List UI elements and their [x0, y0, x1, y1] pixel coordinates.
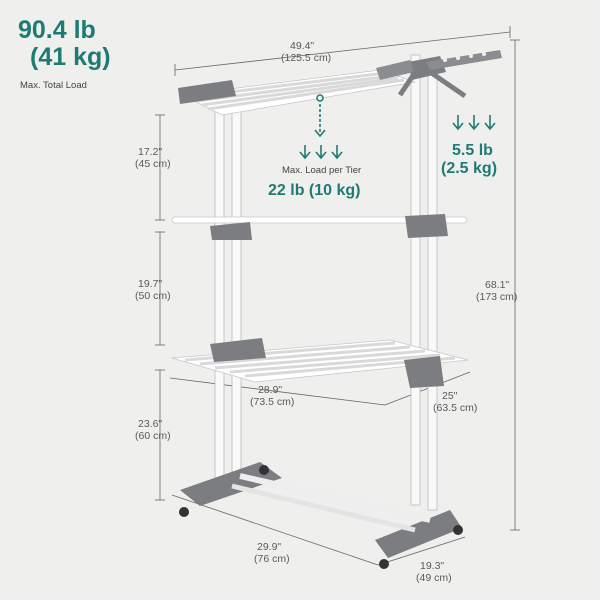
- middle-tier: [171, 214, 468, 240]
- wing-load-kg: (2.5 kg): [441, 160, 498, 177]
- base-depth-cm: (49 cm): [416, 572, 452, 584]
- load-arrows: [299, 94, 496, 160]
- base-width-line: [171, 494, 379, 566]
- top-width-in: 49.4": [290, 40, 315, 52]
- total-load-caption: Max. Total Load: [20, 80, 87, 91]
- bottom-gap-in: 23.6": [138, 418, 163, 430]
- total-load-kg: (41 kg): [30, 43, 111, 71]
- shelf-depth-in: 25": [442, 390, 458, 402]
- shelf-width-cm: (73.5 cm): [250, 396, 295, 408]
- total-height-in: 68.1": [485, 279, 510, 291]
- base-width-in: 29.9": [257, 541, 282, 553]
- total-load-lb: 90.4 lb: [18, 16, 96, 44]
- tier1-gap-cm: (45 cm): [135, 158, 171, 170]
- bottom-gap-cm: (60 cm): [135, 430, 171, 442]
- base-depth-line: [377, 536, 466, 566]
- rack-base: [179, 462, 463, 569]
- shelf-depth-line: [384, 371, 471, 406]
- shelf-width-line: [169, 377, 386, 406]
- bottom-tier: [171, 338, 469, 388]
- tier-load-caption: Max. Load per Tier: [282, 165, 362, 176]
- rack-poles: [214, 54, 438, 511]
- tier2-gap-cm: (50 cm): [135, 290, 171, 302]
- shelf-depth-cm: (63.5 cm): [433, 402, 478, 414]
- top-tier: [178, 50, 502, 116]
- tier2-gap-in: 19.7": [138, 278, 163, 290]
- wing-load-lb: 5.5 lb: [452, 142, 493, 159]
- tier-load-value: 22 lb (10 kg): [268, 182, 361, 199]
- base-width-cm: (76 cm): [254, 553, 290, 565]
- base-depth-in: 19.3": [420, 560, 445, 572]
- tier1-gap-in: 17.2": [138, 146, 163, 158]
- caster-wheel: [179, 507, 189, 517]
- top-width-cm: (125.5 cm): [281, 52, 332, 64]
- dimension-lines: [155, 26, 520, 566]
- total-height-cm: (173 cm): [476, 291, 518, 303]
- top-width-line: [174, 31, 511, 71]
- shelf-width-in: 28.9": [258, 384, 283, 396]
